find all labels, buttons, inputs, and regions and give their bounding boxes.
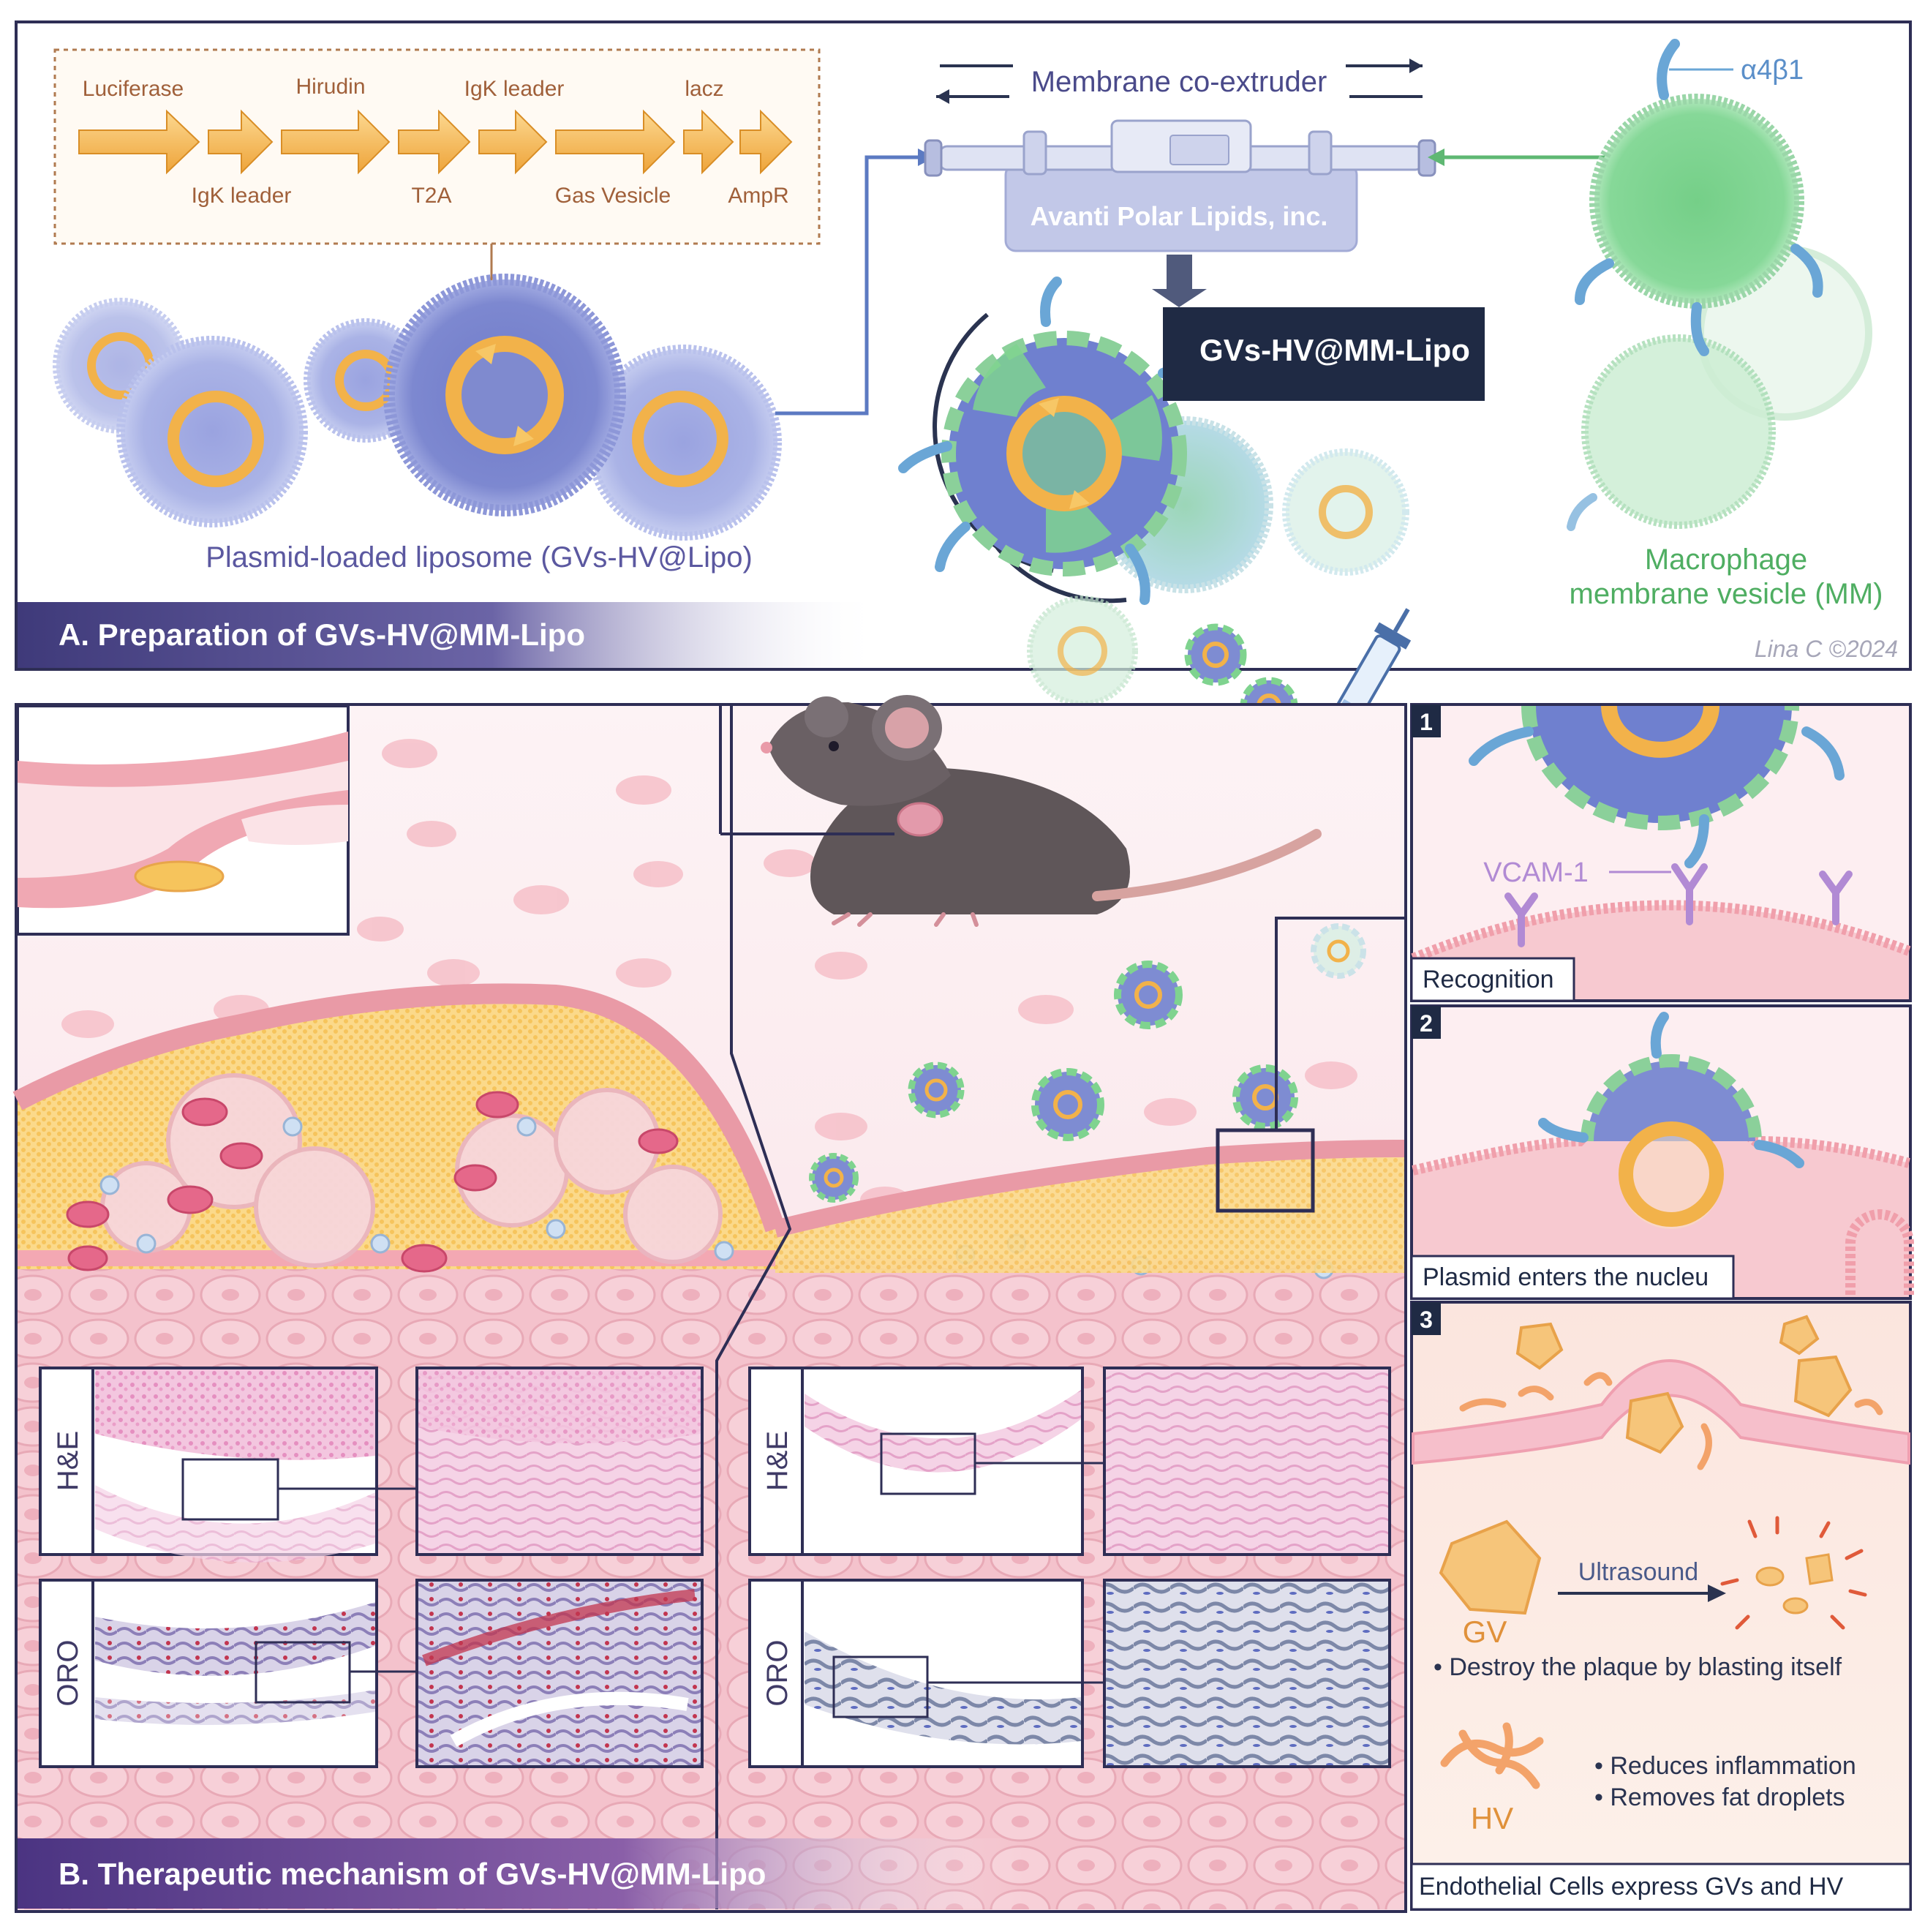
step-2-panel: 2 Plasmid enters the nucleu [1410,1004,1914,1300]
panel-a-banner [18,602,881,668]
integrin-label: α4β1 [1741,55,1804,86]
gv-icon [1439,1519,1542,1615]
arrow-ampr [739,109,793,175]
mm-label-line2: membrane vesicle (MM) [1570,578,1883,610]
label-igk-leader-bottom: IgK leader [192,184,292,208]
macrophage-vesicle-main [1589,94,1804,309]
label-ampr: AmpR [728,184,788,208]
vcam-label: VCAM-1 [1483,857,1589,888]
panel-b-banner [18,1838,1027,1909]
mm-label-line1: Macrophage [1645,544,1807,576]
macrophage-vesicles: α4β1 [1567,39,1872,531]
artery-inset [16,704,350,936]
plasmid-map: Luciferase Hirudin IgK leader lacz IgK l… [53,48,821,329]
stain-oro-label-1: ORO [52,1639,84,1706]
arrow-hirudin [281,109,391,175]
liposome-group [53,274,782,541]
hv-bullet-2: • Removes fat droplets [1594,1783,1845,1811]
label-igk-leader-top: IgK leader [464,77,565,101]
extruder-brand: Avanti Polar Lipids, inc. [1031,201,1328,231]
arrow-t2a [398,109,471,175]
step-3-number: 3 [1420,1307,1433,1333]
plasmid-ring [445,336,564,454]
label-lacz: lacz [685,77,723,101]
step-3-caption: Endothelial Cells express GVs and HV [1419,1873,1843,1901]
hv-icon [1440,1722,1544,1789]
ultrasound-label: Ultrasound [1578,1558,1698,1586]
label-gas-vesicle: Gas Vesicle [555,184,671,208]
panel-b-title: B. Therapeutic mechanism of GVs-HV@MM-Li… [59,1857,766,1891]
histology-untreated: H&E ORO [39,1367,704,1768]
flow-line-liposome [775,155,918,416]
label-t2a: T2A [411,184,451,208]
step-2-plasmid-icon [1619,1121,1724,1227]
step-2-caption: Plasmid enters the nucleu [1423,1263,1709,1291]
histology-treated: H&E ORO [748,1367,1391,1768]
arrow-lacz [683,109,734,175]
label-luciferase: Luciferase [83,77,184,101]
label-hirudin: Hirudin [295,75,365,99]
stain-he-label-2: H&E [761,1431,794,1491]
stain-oro-label-2: ORO [761,1639,794,1706]
vcam-receptor [1504,863,1853,947]
arrow-gas-vesicle [555,109,676,175]
hv-label: HV [1471,1801,1513,1835]
hv-bullet-1: • Reduces inflammation [1594,1752,1856,1780]
signature: Lina C ©2024 [1755,636,1898,662]
step-2-number: 2 [1420,1010,1433,1037]
panel-a-title: A. Preparation of GVs-HV@MM-Lipo [59,617,585,652]
arrow-igk-leader-2 [478,109,548,175]
step-1-number: 1 [1420,709,1433,735]
step-1-panel: VCAM-1 1 Recognition [1410,703,1912,1002]
extruder-label: Membrane co-extruder [1031,66,1327,98]
circulating-particles [809,923,1366,1203]
product-label: GVs-HV@MM-Lipo [1199,333,1470,367]
stain-he-label-1: H&E [52,1431,84,1491]
gvs-hv-mm-lipo-product: GVs-HV@MM-Lipo [898,277,1485,735]
mouse-illustration [761,695,1322,927]
step-3-panel: 3 GV Ultrasound • Destroy the plaque by … [1410,1301,1912,1911]
step-1-caption: Recognition [1423,966,1554,993]
arrow-luciferase [78,109,200,175]
arrow-igk-leader-1 [208,109,274,175]
gv-label: GV [1463,1615,1507,1649]
burst-icon [1720,1516,1867,1630]
membrane-co-extruder: Membrane co-extruder Avanti Polar Lipids… [924,59,1436,307]
liposome-label: Plasmid-loaded liposome (GVs-HV@Lipo) [206,541,753,574]
gv-bullet: • Destroy the plaque by blasting itself [1434,1653,1842,1681]
